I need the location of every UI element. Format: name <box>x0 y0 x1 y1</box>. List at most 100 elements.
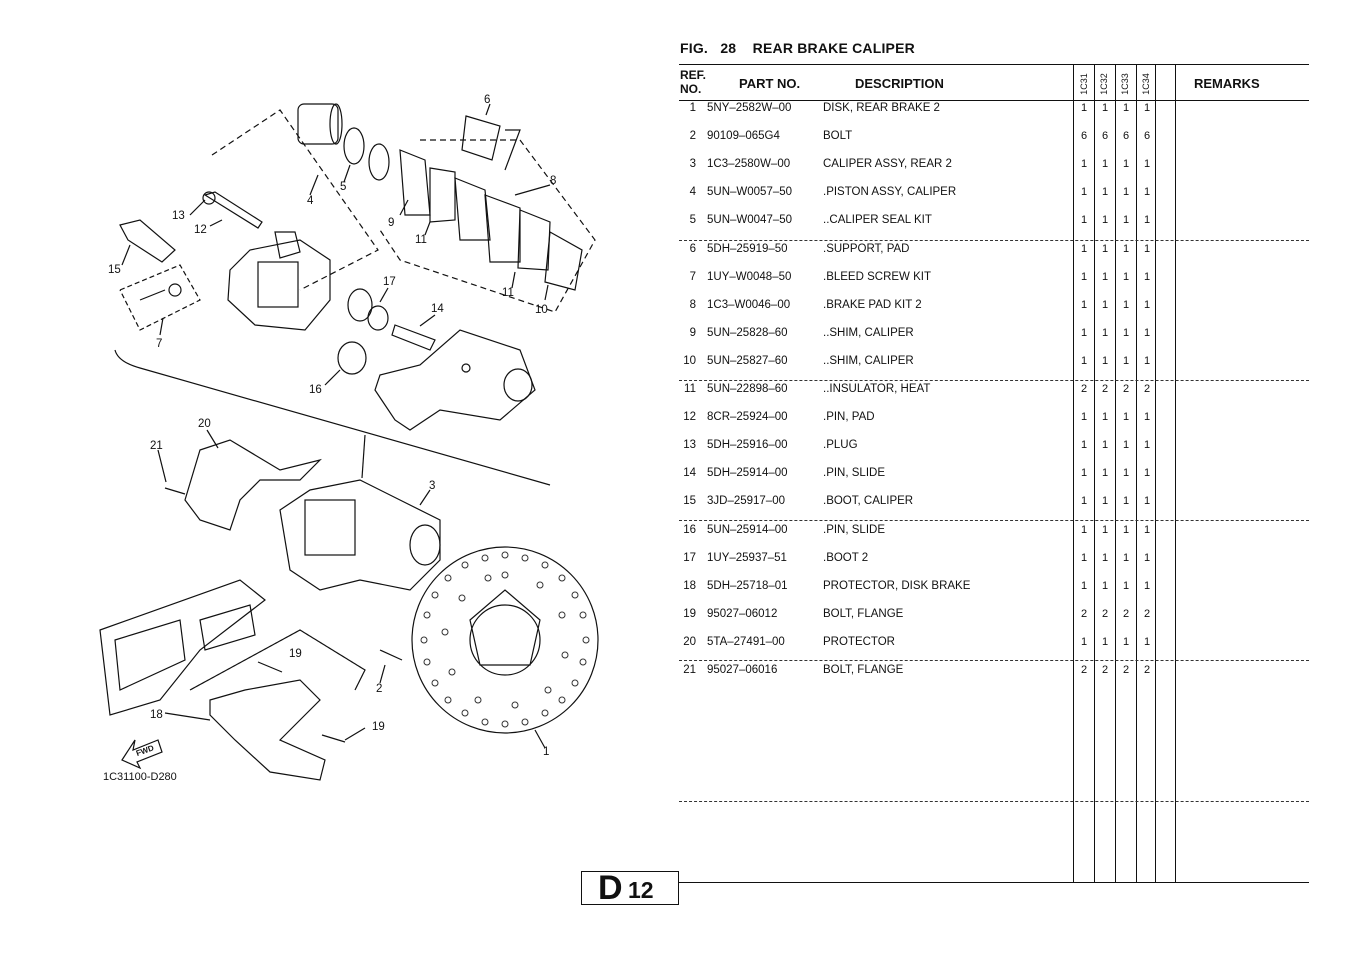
quantity-cell: 1 <box>1143 635 1151 648</box>
quantity-cell: 1 <box>1143 439 1151 452</box>
table-top-rule <box>679 64 1309 65</box>
quantity-cell: 1 <box>1101 214 1109 227</box>
part-number: 90109–065G4 <box>707 130 780 143</box>
part-number: 5DH–25916–00 <box>707 439 788 452</box>
caliper-body-upper <box>227 239 331 331</box>
quantity-cell: 1 <box>1143 523 1151 536</box>
quantity-cell: 1 <box>1080 354 1088 367</box>
header-model-1: 1C31 <box>1079 73 1089 95</box>
callout-10: 10 <box>535 304 548 316</box>
quantity-cell: 1 <box>1080 635 1088 648</box>
col-divider <box>1155 64 1156 882</box>
quantity-cell: 1 <box>1080 411 1088 424</box>
quantity-cell: 1 <box>1143 495 1151 508</box>
pad-group-outline <box>379 139 596 313</box>
part-description: DISK, REAR BRAKE 2 <box>823 102 940 114</box>
quantity-cell: 1 <box>1101 635 1109 648</box>
part-description: .SUPPORT, PAD <box>823 242 910 255</box>
quantity-cell: 1 <box>1101 242 1109 255</box>
header-ref-line1: REF. <box>680 68 707 82</box>
quantity-cell: 1 <box>1080 523 1088 536</box>
quantity-cell: 1 <box>1122 467 1130 480</box>
quantity-cell: 1 <box>1101 495 1109 508</box>
quantity-cell: 6 <box>1122 130 1130 143</box>
part-description: .PLUG <box>823 439 858 452</box>
figure-title: FIG. 28 REAR BRAKE CALIPER <box>680 40 915 56</box>
part-description: BOLT <box>823 130 853 143</box>
part-number: 5NY–2582W–00 <box>707 102 792 114</box>
quantity-cell: 1 <box>1101 439 1109 452</box>
callout-6: 6 <box>484 94 490 106</box>
part-number: 8CR–25924–00 <box>707 411 788 424</box>
ref-number: 19 <box>683 607 696 620</box>
header-part-no: PART NO. <box>739 76 801 91</box>
part-description: PROTECTOR, DISK BRAKE <box>823 579 971 592</box>
group-separator <box>679 660 1309 661</box>
quantity-cell: 1 <box>1143 298 1151 311</box>
callout-7: 7 <box>156 338 162 350</box>
callout-19a: 19 <box>289 648 302 660</box>
quantity-cell: 1 <box>1143 214 1151 227</box>
part-number: 95027–06016 <box>707 664 778 676</box>
boot-shape <box>119 219 176 263</box>
quantity-cell: 1 <box>1122 214 1130 227</box>
quantity-cell: 1 <box>1122 270 1130 283</box>
protector-shape <box>184 439 322 531</box>
quantity-cell: 1 <box>1101 411 1109 424</box>
quantity-cell: 1 <box>1101 579 1109 592</box>
part-description: .BOOT 2 <box>823 551 869 564</box>
part-number: 5UN–25827–60 <box>707 354 788 367</box>
callout-16: 16 <box>309 384 322 396</box>
quantity-cell: 1 <box>1122 495 1130 508</box>
quantity-cell: 1 <box>1122 242 1130 255</box>
assembly-bracket-line <box>114 349 551 486</box>
quantity-cell: 1 <box>1143 242 1151 255</box>
part-description: BOLT, FLANGE <box>823 664 904 676</box>
quantity-cell: 1 <box>1143 551 1151 564</box>
quantity-cell: 1 <box>1122 298 1130 311</box>
diagram-code: 1C31100-D280 <box>103 771 177 783</box>
col-divider <box>1136 64 1137 882</box>
callout-2: 2 <box>376 683 382 695</box>
group-separator <box>679 520 1309 521</box>
part-number: 5UN–25828–60 <box>707 326 788 339</box>
quantity-cell: 1 <box>1122 523 1130 536</box>
callout-19b: 19 <box>372 721 385 733</box>
quantity-cell: 1 <box>1143 102 1151 114</box>
quantity-cell: 2 <box>1122 607 1130 620</box>
callout-5: 5 <box>340 181 346 193</box>
part-description: ..CALIPER SEAL KIT <box>823 214 932 227</box>
ref-number: 3 <box>689 158 696 171</box>
col-divider <box>1175 64 1176 882</box>
quantity-cell: 1 <box>1101 158 1109 171</box>
group-separator <box>679 801 1309 802</box>
part-number: 5UN–22898–60 <box>707 383 788 395</box>
quantity-cell: 1 <box>1080 439 1088 452</box>
ref-number: 18 <box>683 579 696 592</box>
part-number: 5UN–25914–00 <box>707 523 788 536</box>
quantity-cell: 1 <box>1122 326 1130 339</box>
quantity-cell: 6 <box>1101 130 1109 143</box>
ref-number: 13 <box>683 439 696 452</box>
quantity-cell: 1 <box>1122 186 1130 199</box>
part-number: 1C3–2580W–00 <box>707 158 791 171</box>
page-section: D <box>598 869 623 907</box>
quantity-cell: 1 <box>1101 298 1109 311</box>
part-description: .PISTON ASSY, CALIPER <box>823 186 957 199</box>
quantity-cell: 2 <box>1122 383 1130 395</box>
part-description: .BLEED SCREW KIT <box>823 270 931 283</box>
quantity-cell: 2 <box>1143 607 1151 620</box>
callout-21: 21 <box>150 440 163 452</box>
quantity-cell: 1 <box>1080 326 1088 339</box>
part-description: .BOOT, CALIPER <box>823 495 914 508</box>
piston-group-outline <box>211 109 379 291</box>
caliper-assembly <box>279 479 441 591</box>
quantity-cell: 1 <box>1143 354 1151 367</box>
table-bottom-rule <box>679 882 1309 883</box>
ref-number: 11 <box>684 383 696 395</box>
ref-number: 16 <box>683 523 696 536</box>
quantity-cell: 1 <box>1080 242 1088 255</box>
header-ref-line2: NO. <box>680 82 702 96</box>
part-number: 1UY–25937–51 <box>707 551 787 564</box>
part-number: 1UY–W0048–50 <box>707 270 792 283</box>
